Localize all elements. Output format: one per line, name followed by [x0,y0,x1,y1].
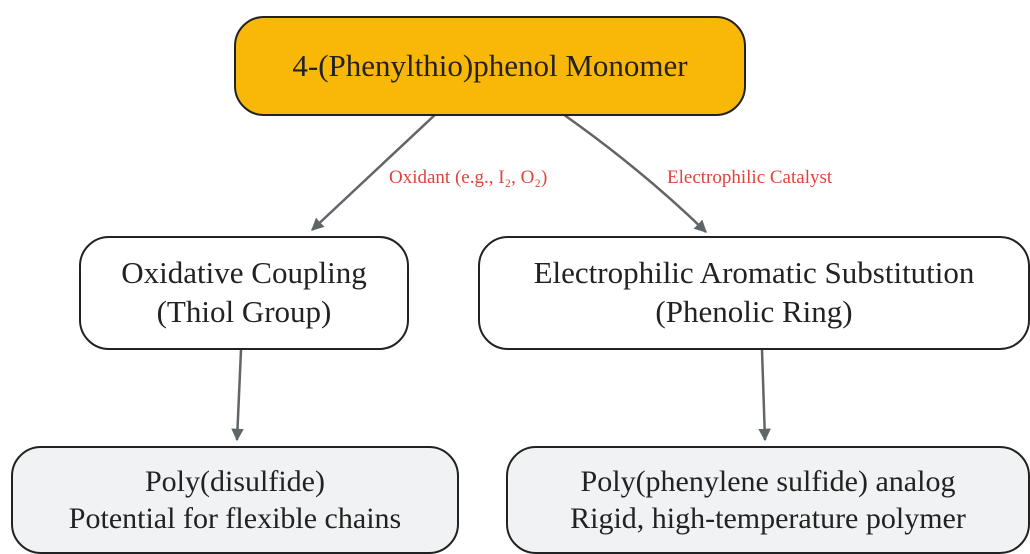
edge-electrophilic-substitution-to-pps-analog [758,349,771,442]
node-electrophilic-substitution-line2: (Phenolic Ring) [655,294,853,329]
node-monomer: 4-(Phenylthio)phenol Monomer [234,16,746,116]
node-polydisulfide-line2: Potential for flexible chains [68,502,402,535]
node-oxidative-coupling-line2: (Thiol Group) [156,294,332,329]
node-oxidative-coupling-line1: Oxidative Coupling [121,255,367,291]
node-pps-analog: Poly(phenylene sulfide) analog Rigid, hi… [506,446,1030,554]
node-pps-analog-line2: Rigid, high-temperature polymer [570,502,966,535]
node-electrophilic-substitution-line1: Electrophilic Aromatic Substitution [533,255,975,291]
node-pps-analog-line1: Poly(phenylene sulfide) analog [580,464,956,498]
edge-label-oxidant: Oxidant (e.g., I₂, O₂) [386,167,551,189]
edge-root-to-electrophilic-substitution [559,110,707,233]
node-polydisulfide: Poly(disulfide) Potential for flexible c… [11,446,459,554]
node-oxidative-coupling: Oxidative Coupling (Thiol Group) [79,236,409,350]
node-polydisulfide-line1: Poly(disulfide) [145,464,325,498]
edge-root-to-oxidative-coupling [311,111,439,231]
node-monomer-label: 4-(Phenylthio)phenol Monomer [292,47,688,83]
node-electrophilic-substitution: Electrophilic Aromatic Substitution (Phe… [478,236,1030,350]
edge-oxidative-coupling-to-polydisulfide [231,349,244,442]
edge-label-electrophilic-catalyst: Electrophilic Catalyst [664,167,836,189]
